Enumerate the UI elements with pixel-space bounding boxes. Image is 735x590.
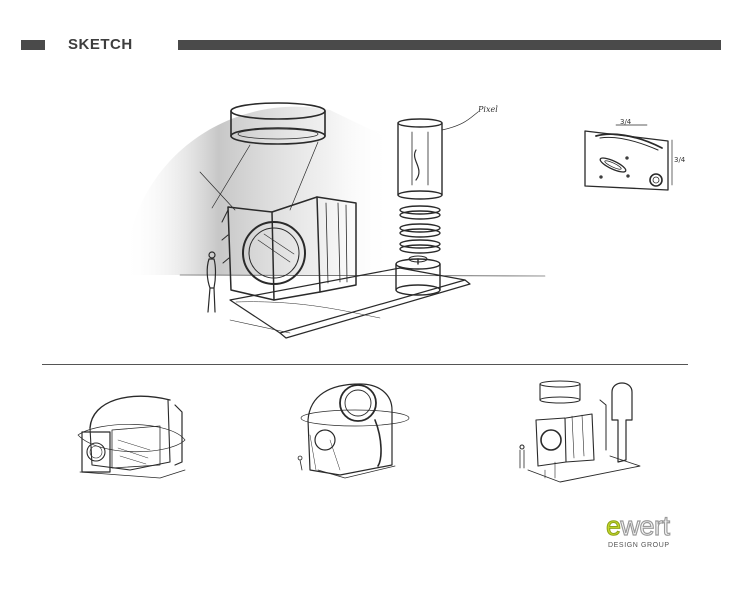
pedestal [395,255,441,296]
wall-circle [242,221,306,285]
display-tower [397,111,479,254]
logo-wordmark: ewert [606,511,671,541]
logo-tagline: DESIGN GROUP [608,542,670,549]
floor-platform [179,267,546,339]
dimension-top: 3/4 [620,118,632,126]
header-bar-left [21,40,45,50]
header-bar-right [178,40,721,50]
page-title: SKETCH [68,36,133,53]
back-wall [221,196,357,301]
ceiling-ring [199,102,326,211]
background-shading [125,106,392,275]
section-divider [42,364,688,365]
logo-e: e [606,511,622,541]
dimension-side: 3/4 [674,156,686,164]
logo-wert: wert [620,511,671,541]
ewert-logo: ewert DESIGN GROUP [606,511,706,553]
sketch-annotation: Pixel [477,105,498,114]
person-figure [206,251,217,313]
